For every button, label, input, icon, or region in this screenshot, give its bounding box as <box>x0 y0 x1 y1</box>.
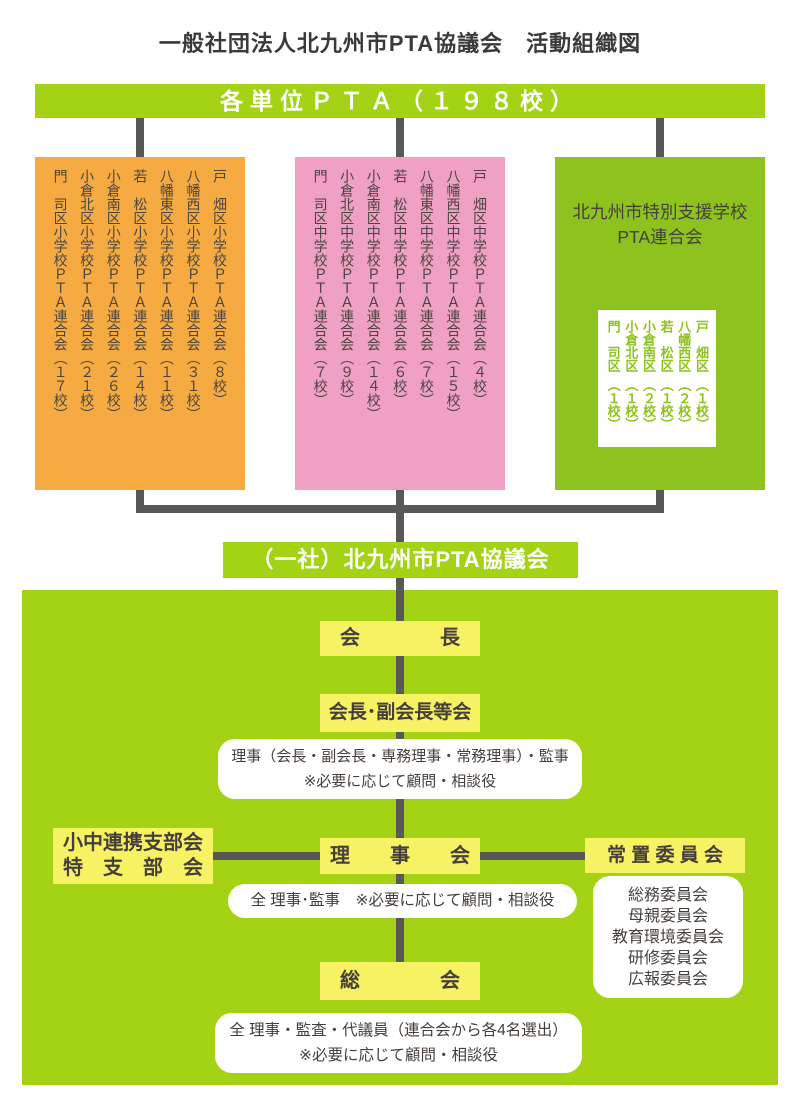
district-column: 戸 畑区 （１校） <box>693 320 709 431</box>
president-box: 会 長 <box>320 621 480 656</box>
committee-list-box: 総務委員会 母親委員会 教育環境委員会 研修委員会 広報委員会 <box>593 876 743 998</box>
special-support-district-list: 戸 畑区 （１校） 八幡西区 （２校） 若 松区 （１校） 小倉南区 （２校） … <box>598 310 716 447</box>
connector-elementary-top <box>136 118 144 157</box>
committee-item: 広報委員会 <box>627 971 708 988</box>
committee-item: 教育環境委員会 <box>611 929 724 946</box>
directors-note-line1: 理事（会長・副会長・専務理事・常務理事）・監事 <box>231 748 569 765</box>
president-vice-meeting-box: 会長･副会長等会 <box>320 694 480 732</box>
page-title: 一般社団法人北九州市PTA協議会 活動組織図 <box>158 31 642 56</box>
units-pta-banner: 各単位ＰＴＡ（１９８校） <box>35 84 765 118</box>
general-meeting-box: 総 会 <box>320 962 480 1000</box>
pta-column: 八幡東区中学校ＰＴＡ連合会（７校） <box>418 169 435 407</box>
pta-column: 小倉南区中学校ＰＴＡ連合会（１４校） <box>365 169 382 421</box>
council-banner: （一社）北九州市PTA協議会 <box>223 542 578 578</box>
committee-item: 総務委員会 <box>627 887 708 904</box>
directors-note-line2: ※必要に応じて顧問・相談役 <box>303 773 497 790</box>
pta-column: 八幡西区小学校ＰＴＡ連合会（３１校） <box>185 169 202 421</box>
special-support-title-line1: 北九州市特別支援学校 <box>572 202 748 222</box>
connector-special-bottom <box>656 488 664 513</box>
elementary-pta-box: 戸 畑区小学校ＰＴＡ連合会（８校） 八幡西区小学校ＰＴＡ連合会（３１校） 八幡東… <box>35 157 245 490</box>
pta-column: 若 松区中学校ＰＴＡ連合会（６校） <box>392 169 409 407</box>
board-note-box: 全 理事･監事 ※必要に応じて顧問・相談役 <box>228 884 577 918</box>
committee-item: 研修委員会 <box>627 950 708 967</box>
district-column: 小倉北区 （１校） <box>623 320 639 431</box>
directors-note-box: 理事（会長・副会長・専務理事・常務理事）・監事 ※必要に応じて顧問・相談役 <box>218 739 582 799</box>
connector-junior-top <box>396 118 404 157</box>
branch-meetings-box: 小中連携支部会 特支部会 <box>53 828 213 884</box>
pta-column: 門 司区小学校ＰＴＡ連合会（１７校） <box>52 169 69 421</box>
pta-column: 小倉北区中学校ＰＴＡ連合会（９校） <box>339 169 356 407</box>
pta-column: 八幡東区小学校ＰＴＡ連合会（１１校） <box>158 169 175 421</box>
branch-line2: 特支部会 <box>63 857 203 879</box>
pta-column: 戸 畑区小学校ＰＴＡ連合会（８校） <box>212 169 229 407</box>
junior-high-pta-box: 戸 畑区中学校ＰＴＡ連合会（４校） 八幡西区中学校ＰＴＡ連合会（１５校） 八幡東… <box>295 157 505 490</box>
pta-column: 若 松区小学校ＰＴＡ連合会（１４校） <box>132 169 149 421</box>
district-column: 小倉南区 （２校） <box>640 320 656 431</box>
general-meeting-note-box: 全 理事・監査・代議員（連合会から各4名選出） ※必要に応じて顧問・相談役 <box>215 1013 582 1073</box>
pta-column: 小倉北区小学校ＰＴＡ連合会（２１校） <box>79 169 96 421</box>
pta-column: 小倉南区小学校ＰＴＡ連合会（２６校） <box>105 169 122 421</box>
standing-committees-box: 常 置 委 員 会 <box>585 838 745 873</box>
connector-special-top <box>656 118 664 157</box>
committee-item: 母親委員会 <box>627 908 708 925</box>
pta-column: 戸 畑区中学校ＰＴＡ連合会（４校） <box>472 169 489 407</box>
special-support-title-line2: PTA連合会 <box>617 227 703 247</box>
pta-column: 門 司区中学校ＰＴＡ連合会（７校） <box>312 169 329 407</box>
special-support-title: 北九州市特別支援学校 PTA連合会 <box>560 200 760 250</box>
general-note-line1: 全 理事・監査・代議員（連合会から各4名選出） <box>229 1022 568 1039</box>
branch-line1: 小中連携支部会 <box>63 832 203 854</box>
district-column: 八幡西区 （２校） <box>676 320 692 431</box>
general-note-line2: ※必要に応じて顧問・相談役 <box>299 1047 498 1064</box>
pta-column: 八幡西区中学校ＰＴＡ連合会（１５校） <box>445 169 462 421</box>
district-column: 門 司区 （１校） <box>605 320 621 431</box>
board-of-directors-box: 理 事 会 <box>320 838 480 874</box>
district-column: 若 松区 （１校） <box>658 320 674 431</box>
connector-elementary-bottom <box>136 488 144 513</box>
